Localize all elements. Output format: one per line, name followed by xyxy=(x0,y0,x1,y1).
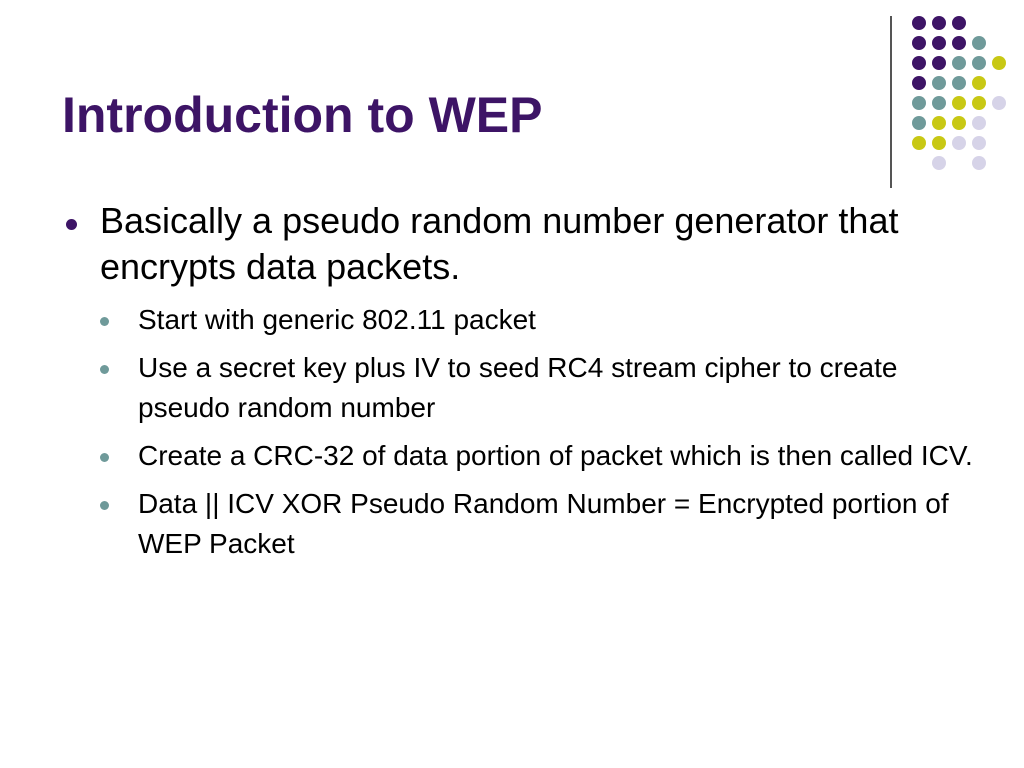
decor-dot xyxy=(932,16,946,30)
decor-dot xyxy=(932,116,946,130)
decor-dot xyxy=(932,96,946,110)
decor-dot xyxy=(952,76,966,90)
sub-bullet-list: Start with generic 802.11 packet Use a s… xyxy=(100,300,982,564)
sub-bullet: Start with generic 802.11 packet xyxy=(100,300,982,340)
decor-dot xyxy=(972,36,986,50)
bullet-dot-icon xyxy=(100,365,109,374)
decor-dot xyxy=(972,76,986,90)
decor-dot xyxy=(912,16,926,30)
sub-bullet-text: Start with generic 802.11 packet xyxy=(138,304,536,335)
bullet-dot-icon xyxy=(66,219,77,230)
sub-bullet-text: Data || ICV XOR Pseudo Random Number = E… xyxy=(138,488,949,559)
decor-dot xyxy=(932,76,946,90)
bullet-dot-icon xyxy=(100,501,109,510)
slide-title: Introduction to WEP xyxy=(62,87,543,143)
sub-bullet: Data || ICV XOR Pseudo Random Number = E… xyxy=(100,484,982,564)
decor-dot xyxy=(912,56,926,70)
decor-dot xyxy=(992,96,1006,110)
decor-dot xyxy=(972,136,986,150)
decor-dot xyxy=(992,56,1006,70)
decor-dot xyxy=(952,96,966,110)
sub-bullet: Use a secret key plus IV to seed RC4 str… xyxy=(100,348,982,428)
decor-dot xyxy=(912,36,926,50)
decor-dot xyxy=(972,116,986,130)
bullet-dot-icon xyxy=(100,317,109,326)
decor-dot xyxy=(952,116,966,130)
sub-bullet-text: Use a secret key plus IV to seed RC4 str… xyxy=(138,352,898,423)
decor-dot xyxy=(972,96,986,110)
decor-dot xyxy=(952,36,966,50)
decor-dot xyxy=(952,56,966,70)
decor-dot xyxy=(972,156,986,170)
decor-dot xyxy=(952,136,966,150)
decor-dot xyxy=(912,116,926,130)
main-bullet: Basically a pseudo random number generat… xyxy=(62,198,982,290)
decor-dot xyxy=(952,16,966,30)
decor-dot xyxy=(912,76,926,90)
bullet-dot-icon xyxy=(100,453,109,462)
decor-dot xyxy=(932,36,946,50)
decor-dot xyxy=(932,156,946,170)
decor-dot xyxy=(972,56,986,70)
decor-dot xyxy=(932,56,946,70)
decor-dot xyxy=(932,136,946,150)
decor-dot xyxy=(912,96,926,110)
decor-dot xyxy=(912,136,926,150)
sub-bullet-text: Create a CRC-32 of data portion of packe… xyxy=(138,440,973,471)
vertical-divider xyxy=(890,16,892,188)
main-bullet-text: Basically a pseudo random number generat… xyxy=(100,200,899,287)
slide-body: Basically a pseudo random number generat… xyxy=(62,198,982,572)
sub-bullet: Create a CRC-32 of data portion of packe… xyxy=(100,436,982,476)
